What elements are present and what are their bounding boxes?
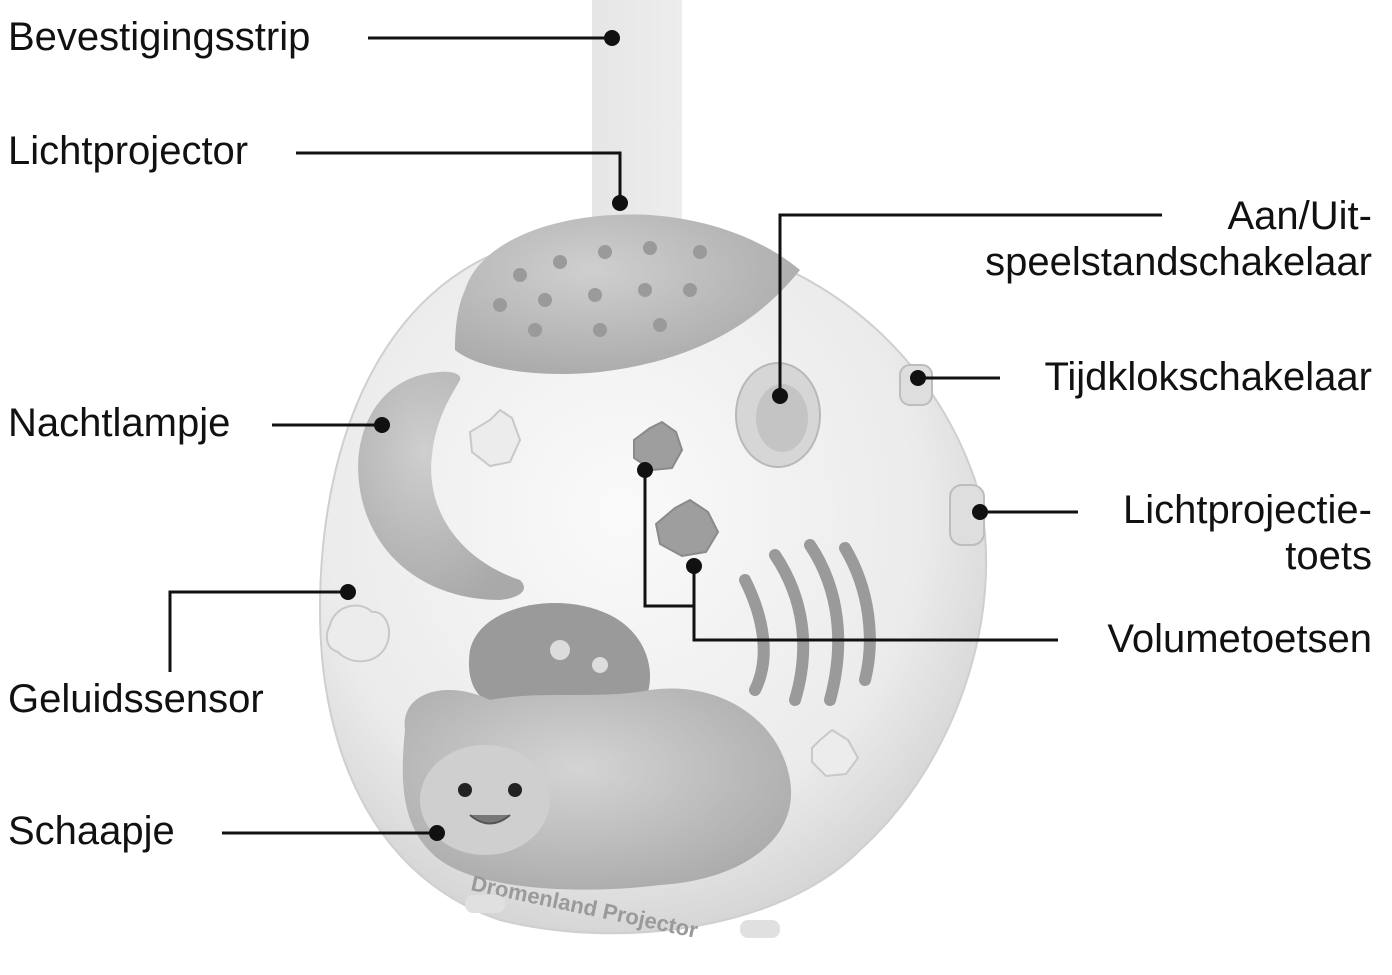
label-aan-uit-speelstandschakelaar: Aan/Uit- speelstandschakelaar (985, 193, 1372, 285)
label-lichtprojectie-line1: Lichtprojectie- (1123, 487, 1372, 533)
device-foot (740, 920, 780, 938)
label-aan-uit-line2: speelstandschakelaar (985, 239, 1372, 285)
device-foot (465, 895, 505, 913)
label-geluidssensor: Geluidssensor (8, 676, 264, 722)
label-volumetoetsen: Volumetoetsen (1107, 616, 1372, 662)
label-bevestigingsstrip: Bevestigingsstrip (8, 14, 310, 60)
label-schaapje: Schaapje (8, 808, 175, 854)
label-aan-uit-line1: Aan/Uit- (985, 193, 1372, 239)
label-lichtprojectie-line2: toets (1123, 533, 1372, 579)
label-lichtprojectietoets: Lichtprojectie- toets (1123, 487, 1372, 579)
label-lichtprojector: Lichtprojector (8, 128, 248, 174)
label-tijdklokschakelaar: Tijdklokschakelaar (1044, 354, 1372, 400)
label-nachtlampje: Nachtlampje (8, 400, 230, 446)
